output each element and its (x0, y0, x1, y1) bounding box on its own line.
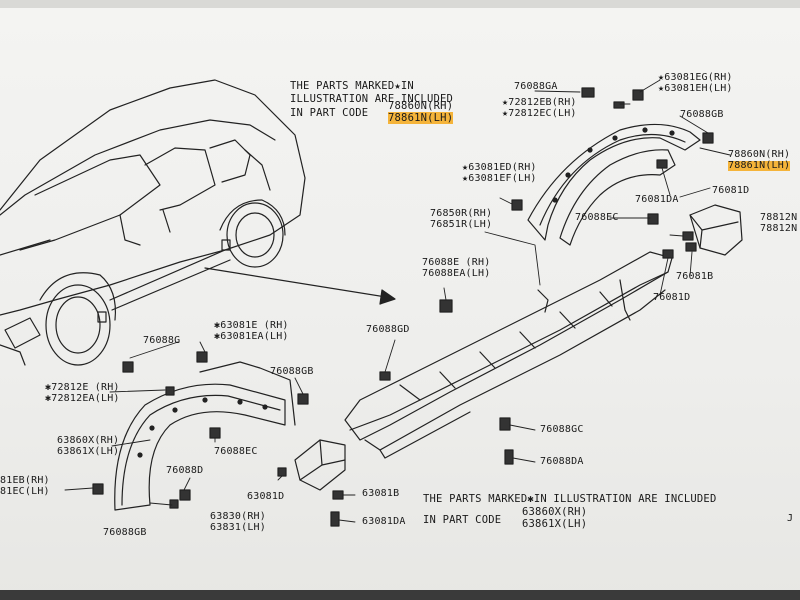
part-label: 76088EA(LH) (422, 268, 491, 279)
part-label: 63081D (247, 491, 285, 502)
part-label: 76850R(RH) (430, 208, 493, 219)
note-top-line2: ILLUSTRATION ARE INCLUDED (290, 93, 454, 105)
part-label: 63081B (362, 488, 400, 499)
part-label: 78812N (760, 212, 798, 223)
part-label: 63860X(RH) (57, 435, 120, 446)
part-label: 76088D (166, 465, 204, 476)
part-label: 76088G (143, 335, 181, 346)
part-label: ★63081EH(LH) (658, 83, 733, 94)
part-label: 76088GC (540, 424, 584, 435)
part-label: ✱72812EA(LH) (45, 393, 120, 404)
part-label: 76081D (712, 185, 750, 196)
part-label: ★63081EG(RH) (658, 72, 733, 83)
note-bottom-line1: THE PARTS MARKED✱IN ILLUSTRATION ARE INC… (423, 493, 717, 505)
part-label: 81EB(RH) (0, 475, 50, 486)
part-label: 76088EC (214, 446, 258, 457)
part-label: ★63081EF(LH) (462, 173, 537, 184)
part-label: 76081D (653, 292, 691, 303)
note-bottom-line2: IN PART CODE (423, 514, 502, 526)
part-label: 76088GA (514, 81, 558, 92)
note-top-code-rh: 78860N(RH) (388, 100, 454, 112)
note-bottom-code-lh: 63861X(LH) (522, 518, 588, 530)
part-label: J (787, 513, 794, 524)
rear-mudguard-shape (689, 204, 743, 256)
part-label: ✱72812E (RH) (45, 382, 120, 393)
bottom-edge (0, 590, 800, 600)
rear-flare-shape (527, 123, 701, 246)
part-label: 76851R(LH) (430, 219, 493, 230)
top-edge (0, 0, 800, 8)
part-label: ★72812EB(RH) (502, 97, 577, 108)
part-label: 63831(LH) (210, 522, 266, 533)
note-bottom-code-rh: 63860X(RH) (522, 506, 588, 518)
vehicle-outline (0, 79, 306, 366)
note-top-line3: IN PART CODE (290, 107, 369, 119)
part-label: 76081B (676, 271, 714, 282)
side-sill-shape (344, 251, 673, 459)
part-label: 76088DA (540, 456, 584, 467)
note-top-line1: THE PARTS MARKED★IN (290, 80, 414, 92)
part-label: ✱63081EA(LH) (214, 331, 289, 342)
note-top-code-lh-highlighted: 78861N(LH) (388, 112, 454, 124)
part-label: 78860N(RH) (728, 149, 791, 160)
part-label-highlighted: 78861N(LH) (728, 160, 791, 171)
front-mudguard-shape (294, 439, 346, 491)
part-label: 76088GD (366, 324, 410, 335)
part-label: 81EC(LH) (0, 486, 50, 497)
part-label: ✱63081E (RH) (214, 320, 289, 331)
part-label: 76088E (RH) (422, 257, 491, 268)
part-label: 76088EC (575, 212, 619, 223)
part-label: 63830(RH) (210, 511, 266, 522)
part-label: ★63081ED(RH) (462, 162, 537, 173)
part-label: 63081DA (362, 516, 406, 527)
part-label: 76081DA (635, 194, 679, 205)
part-label: 76088GB (680, 109, 724, 120)
front-flare-shape (114, 361, 296, 511)
part-label: 78812N (760, 223, 798, 234)
part-label: 63861X(LH) (57, 446, 120, 457)
part-label: ★72812EC(LH) (502, 108, 577, 119)
part-label: 76088GB (103, 527, 147, 538)
part-label: 76088GB (270, 366, 314, 377)
